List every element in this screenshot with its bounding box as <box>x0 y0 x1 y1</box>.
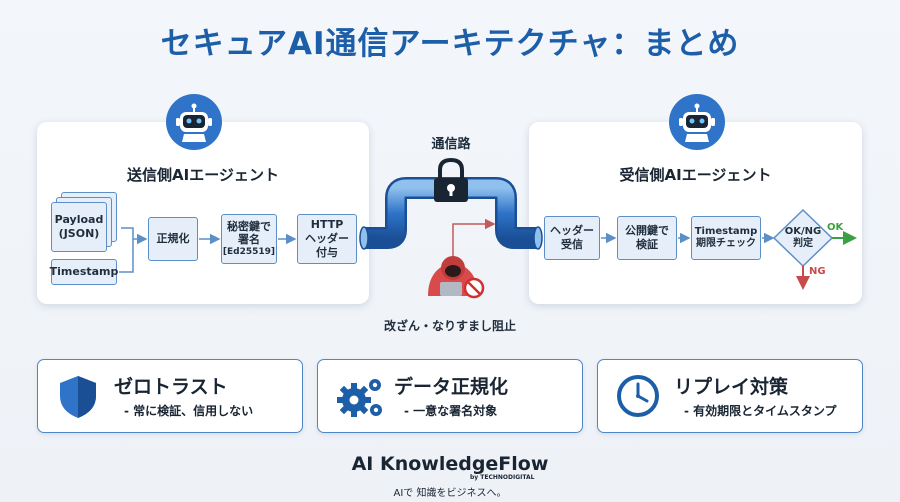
sign-step: 秘密鍵で 署名 [Ed25519] <box>221 214 277 264</box>
pipe-diagram <box>359 157 543 299</box>
sender-robot-icon <box>166 94 222 150</box>
verify-label: 公開鍵で 検証 <box>625 224 669 251</box>
card-subtitle: - 一意な署名対象 <box>404 404 498 418</box>
payload-box: Payload (JSON) <box>51 202 107 252</box>
lock-icon <box>434 157 468 202</box>
brand-name: AI KnowledgeFlow <box>351 453 549 475</box>
channel-label: 通信路 <box>431 137 471 152</box>
card-title: リプレイ対策 <box>674 376 789 398</box>
receiver-panel: 受信側AIエージェント ヘッダー 受信 公開鍵で 検証 Timestamp 期限… <box>529 122 862 304</box>
sender-title: 送信側AIエージェント <box>127 166 279 184</box>
ng-label: NG <box>809 266 826 277</box>
expiry-step: Timestamp 期限チェック <box>691 216 761 260</box>
card-title: データ正規化 <box>394 376 509 398</box>
card-zero-trust: ゼロトラスト - 常に検証、信用しない <box>37 359 303 433</box>
attack-label: 改ざん・なりすまし阻止 <box>383 319 516 333</box>
header-label: HTTP ヘッダー 付与 <box>305 218 349 259</box>
receiver-title: 受信側AIエージェント <box>619 166 772 184</box>
decision-label: OK/NG 判定 <box>784 226 822 249</box>
normalize-label: 正規化 <box>156 232 190 246</box>
receive-label: ヘッダー 受信 <box>550 224 594 251</box>
clock-icon <box>617 375 659 417</box>
card-normalization: データ正規化 - 一意な署名対象 <box>317 359 583 433</box>
expiry-label: Timestamp 期限チェック <box>694 225 758 250</box>
card-subtitle: - 常に検証、信用しない <box>124 404 254 418</box>
receive-step: ヘッダー 受信 <box>544 216 600 260</box>
ok-label: OK <box>827 222 844 233</box>
sign-algorithm: [Ed25519] <box>222 247 276 258</box>
gears-icon <box>337 379 382 417</box>
normalize-step: 正規化 <box>148 217 198 261</box>
header-step: HTTP ヘッダー 付与 <box>297 214 357 264</box>
payload-label: Payload (JSON) <box>54 213 104 240</box>
card-subtitle: - 有効期限とタイムスタンプ <box>684 404 837 418</box>
card-replay: リプレイ対策 - 有効期限とタイムスタンプ <box>597 359 863 433</box>
timestamp-box: Timestamp <box>49 259 119 285</box>
timestamp-label: Timestamp <box>49 265 119 279</box>
shield-icon <box>60 376 96 418</box>
page-title: セキュアAI通信アーキテクチャ：まとめ <box>160 26 740 62</box>
brand-tagline: AIで 知識をビジネスへ。 <box>393 488 507 499</box>
sender-arrows <box>119 227 297 273</box>
brand-by: by TECHNODIGITAL <box>470 474 535 481</box>
block-icon <box>463 277 485 299</box>
sign-label: 秘密鍵で 署名 <box>227 219 271 247</box>
receiver-arrows <box>601 208 857 290</box>
sender-panel: 送信側AIエージェント Payload (JSON) Timestamp 正規化… <box>37 122 369 304</box>
verify-step: 公開鍵で 検証 <box>617 216 677 260</box>
receiver-robot-icon <box>669 94 725 150</box>
card-title: ゼロトラスト <box>114 376 228 398</box>
